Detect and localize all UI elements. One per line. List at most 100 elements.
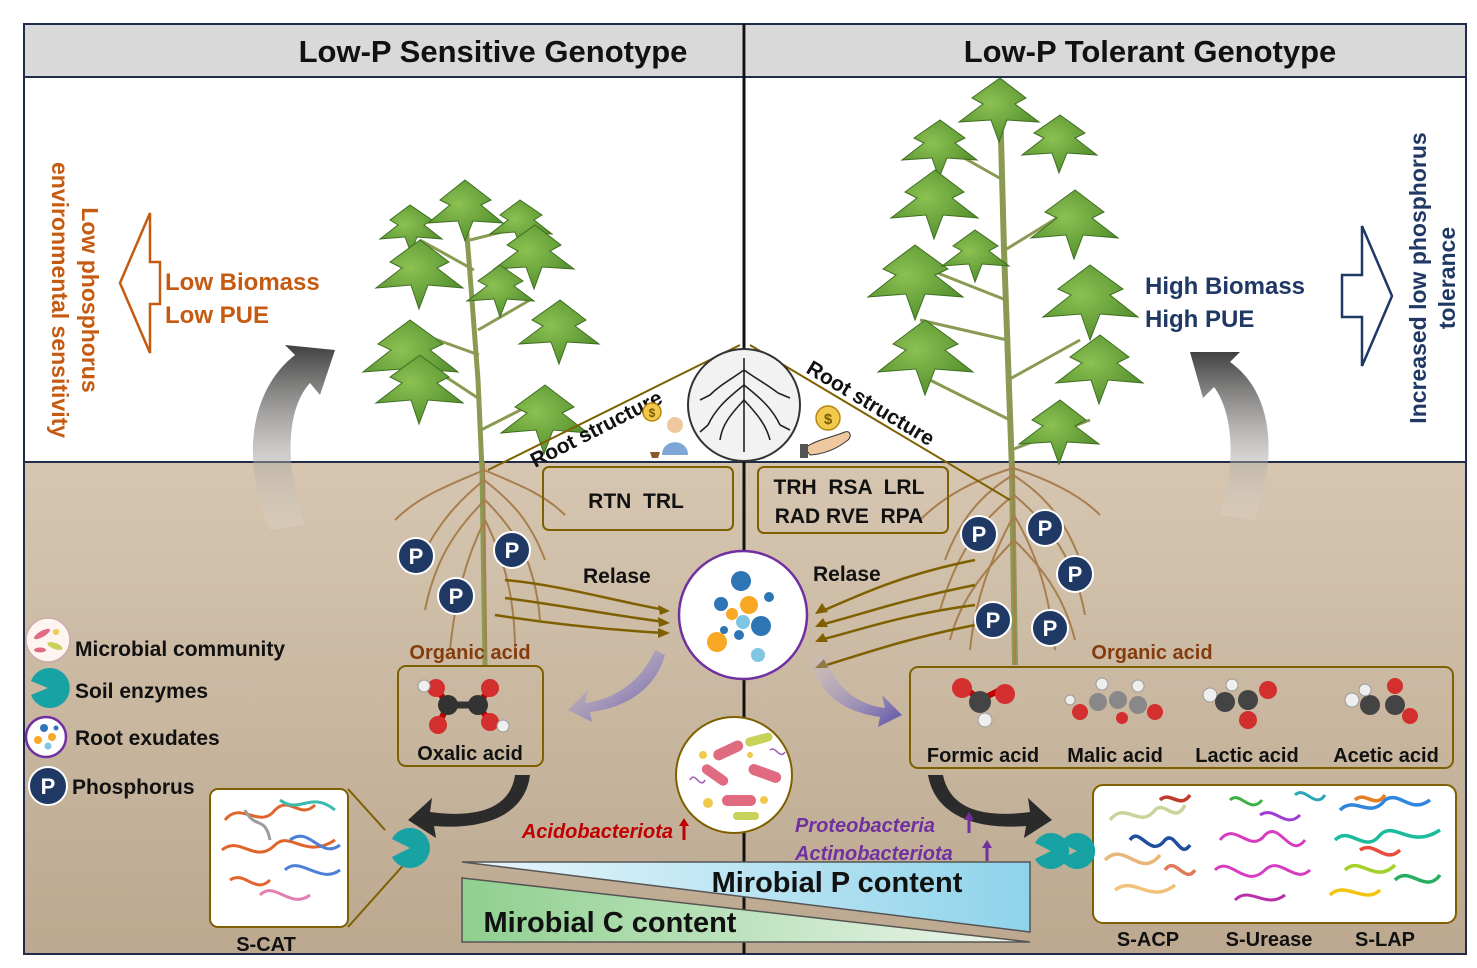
legend-item-microbial-community: Microbial community [25, 617, 285, 663]
acidobacteriota-up-arrow-icon [679, 818, 689, 840]
svg-text:P: P [972, 522, 987, 547]
proteobacteria-label: Proteobacteria [795, 815, 935, 837]
left-enzyme-arrow-icon [408, 775, 530, 838]
left-growth-arrow-icon [252, 345, 335, 530]
malic-acid-molecule-icon [1064, 677, 1163, 724]
svg-text:Root exudates: Root exudates [75, 727, 220, 750]
right-enzyme-icons [1035, 833, 1096, 869]
left-acid-box [397, 665, 544, 767]
left-root-traits-box [542, 466, 734, 531]
s-cat-label: S-CAT [236, 934, 296, 956]
proteobacteria-up-arrow-icon [964, 812, 974, 833]
acetic-acid-molecule-icon [1344, 678, 1418, 724]
root-exudates-circle [677, 549, 809, 681]
oxalic-acid-label: Oxalic acid [417, 743, 523, 765]
svg-text:P: P [986, 608, 1001, 633]
phosphorus-icon: P [493, 531, 531, 569]
pacman-enzyme-icon [31, 668, 70, 708]
left-side-label-line1: Low phosphorus [77, 207, 103, 392]
right-root-traits-row1: TRH RSA LRL [774, 476, 925, 499]
microbial-p-content-label: Mirobial P content [712, 867, 963, 899]
right-growth-arrow-icon [1190, 352, 1269, 520]
right-root-traits-box [757, 466, 949, 534]
right-outline-arrow-icon [1340, 225, 1394, 367]
s-urease-label: S-Urease [1226, 929, 1313, 951]
oxalic-acid-molecule-icon [417, 679, 510, 734]
microbial-c-gradient [461, 877, 1031, 943]
phosphorus-badges: P P P P P P P P [397, 509, 1094, 647]
phosphorus-icon: P [1031, 609, 1069, 647]
left-root-structure-line [487, 344, 741, 471]
low-biomass-label: Low Biomass [165, 269, 320, 296]
left-header-bar [25, 25, 743, 77]
formic-acid-label: Formic acid [927, 745, 1039, 767]
left-purple-arrow-icon [568, 650, 665, 722]
legend: Microbial community Soil enzymes Root ex… [24, 617, 285, 806]
s-cat-protein-box [209, 788, 349, 928]
microbial-community-circle [675, 716, 793, 834]
svg-text:Phosphorus: Phosphorus [72, 776, 195, 799]
svg-text:P: P [449, 584, 464, 609]
svg-text:Microbial community: Microbial community [75, 638, 285, 661]
right-acid-box [909, 666, 1454, 769]
s-cat-protein-structure-icon [221, 798, 341, 901]
acidobacteriota-label: Acidobacteriota [521, 821, 673, 843]
right-side-label: Increased low phosphorus tolerance [1405, 132, 1460, 423]
low-cost-person-icon: $ [642, 402, 688, 458]
left-release-arrows [494, 578, 666, 635]
low-pue-label: Low PUE [165, 302, 269, 329]
legend-item-root-exudates: Root exudates [24, 715, 220, 759]
right-root-structure-line [749, 344, 1011, 501]
right-header-title: Low-P Tolerant Genotype [964, 34, 1337, 69]
left-organic-acid-label: Organic acid [409, 642, 530, 664]
microbe-dish-icon [25, 617, 71, 663]
high-investment-hand-icon: $ [800, 405, 851, 458]
lactic-acid-label: Lactic acid [1195, 745, 1298, 767]
left-header-title: Low-P Sensitive Genotype [299, 34, 688, 69]
right-release-label: Relase [813, 563, 881, 586]
right-roots [919, 461, 1101, 666]
s-lap-label: S-LAP [1355, 929, 1415, 951]
s-cat-connector-top [347, 788, 386, 831]
svg-text:$: $ [824, 411, 833, 428]
right-side-label-line1: Increased low phosphorus [1405, 132, 1431, 423]
s-acp-protein-structure-icon [1103, 793, 1197, 894]
phosphorus-icon: P [960, 515, 998, 553]
pacman-enzyme-icon [1035, 833, 1070, 869]
pacman-enzyme-icon [1061, 833, 1096, 869]
phosphorus-icon: P [1026, 509, 1064, 547]
phosphorus-icon: P [437, 577, 475, 615]
left-side-label: Low phosphorus environmental sensitivity [47, 162, 103, 438]
svg-text:Soil enzymes: Soil enzymes [75, 680, 208, 703]
actinobacteriota-label: Actinobacteriota [794, 843, 953, 865]
s-cat-connector-bottom [347, 859, 409, 928]
root-system-circle [687, 348, 801, 462]
left-cotton-plant [361, 179, 601, 666]
left-release-arrowheads [658, 605, 670, 638]
phosphorus-icon: P [397, 537, 435, 575]
phosphorus-icon: P [1056, 555, 1094, 593]
svg-text:$: $ [649, 406, 656, 420]
right-organic-acid-label: Organic acid [1091, 642, 1212, 664]
right-root-traits-row2: RAD RVE RPA [775, 505, 924, 528]
left-release-label: Relase [583, 565, 651, 588]
high-pue-label: High PUE [1145, 306, 1254, 333]
svg-text:P: P [1068, 562, 1083, 587]
acetic-acid-label: Acetic acid [1333, 745, 1439, 767]
left-outline-arrow-icon [118, 212, 162, 354]
right-release-arrows [819, 558, 976, 669]
actinobacteriota-up-arrow-icon [982, 840, 992, 861]
svg-text:P: P [409, 544, 424, 569]
high-biomass-label: High Biomass [1145, 273, 1305, 300]
s-urease-protein-structure-icon [1213, 791, 1327, 902]
legend-item-phosphorus: P Phosphorus [28, 766, 195, 806]
right-header-bar [746, 25, 1465, 77]
right-side-label-line2: tolerance [1434, 227, 1460, 329]
svg-text:P: P [41, 774, 56, 799]
exudate-circle-icon [24, 715, 68, 759]
microbial-p-gradient [461, 861, 1031, 933]
s-acp-label: S-ACP [1117, 929, 1179, 951]
microbial-c-content-label: Mirobial C content [484, 907, 737, 939]
s-cat-enzyme-icon [392, 827, 430, 868]
phosphorus-icon: P [28, 766, 68, 806]
